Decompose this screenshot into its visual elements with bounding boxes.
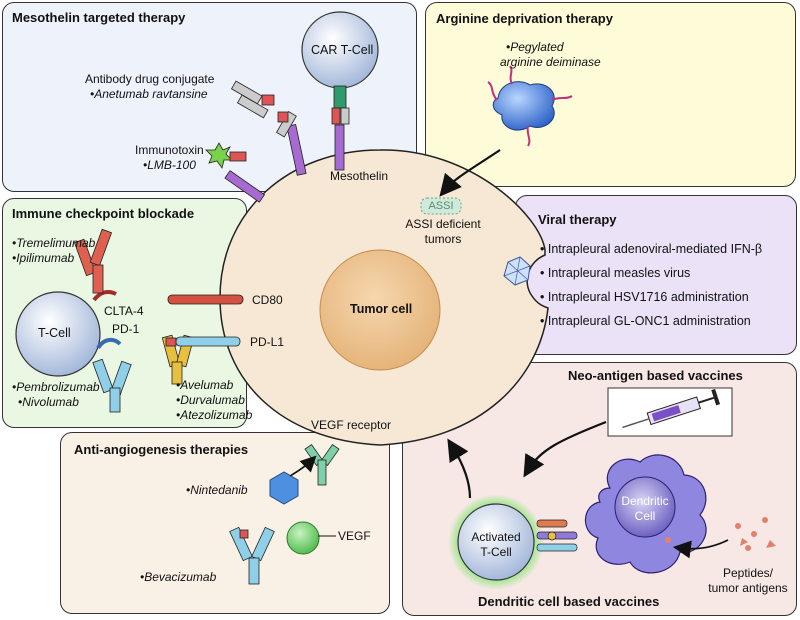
viral-panel <box>515 195 797 355</box>
dendritic-vaccine-title: Dendritic cell based vaccines <box>478 594 660 609</box>
assi-line1: ASSI deficient <box>405 217 481 231</box>
activated-tcell-line2: T-Cell <box>480 545 512 559</box>
mesothelin-panel-title: Mesothelin targeted therapy <box>12 10 186 25</box>
synapse-molecules <box>536 519 578 552</box>
checkpoint-panel-title: Immune checkpoint blockade <box>12 206 195 221</box>
activated-t-cell <box>448 494 544 590</box>
checkpoint-t-cell <box>15 291 101 377</box>
nintedanib-label: •Nintedanib <box>186 483 248 497</box>
immunotoxin-molecule <box>205 142 247 169</box>
car-t-cell <box>301 11 379 125</box>
peptides-arrow <box>672 539 729 559</box>
viral-item: • Intrapleural HSV1716 administration <box>540 290 749 304</box>
viral-panel-title: Viral therapy <box>538 212 617 227</box>
arginine-panel-title: Arginine deprivation therapy <box>436 11 613 26</box>
tumor-cell <box>219 149 549 446</box>
avelumab-label: •Avelumab <box>176 378 234 392</box>
pd1-label: PD-1 <box>112 322 140 336</box>
neoantigen-title: Neo-antigen based vaccines <box>568 368 743 383</box>
angio-panel <box>60 432 390 614</box>
immunotoxin-drug-label: •LMB-100 <box>143 158 196 172</box>
adc-drug-label: •Anetumab ravtansine <box>90 87 208 101</box>
nintedanib-shape <box>269 471 299 505</box>
vegf-ball <box>286 521 320 555</box>
peptides-line1: Peptides/ <box>722 566 774 580</box>
activated-tcell-line1: Activated <box>471 530 521 544</box>
arginine-panel <box>425 2 796 187</box>
viral-item: • Intrapleural GL-ONC1 administration <box>540 314 751 328</box>
vegf-label: VEGF <box>338 529 371 543</box>
arginine-drug-line1: •Pegylated <box>506 40 564 54</box>
mesothelin-receptors <box>224 124 345 203</box>
tremelimumab-label: •Tremelimumab <box>12 236 96 250</box>
bevacizumab-antibody <box>229 526 275 585</box>
durvalumab-label: •Durvalumab <box>176 393 245 407</box>
assi-badge-label: ASSI <box>428 200 454 212</box>
bevacizumab-label: •Bevacizumab <box>140 570 217 584</box>
pdl1-receptor <box>175 336 241 347</box>
clta4-receptor-and-antibody <box>73 228 117 302</box>
mesothelin-label: Mesothelin <box>330 169 389 183</box>
nintedanib-arrow <box>289 455 317 477</box>
dendritic-cell-line1: Dendritic <box>621 494 669 508</box>
activated-to-tumor-arrow <box>447 438 472 499</box>
ipilimumab-label: •Ipilimumab <box>12 251 75 265</box>
atezolizumab-label: •Atezolizumab <box>176 408 253 422</box>
adc-label: Antibody drug conjugate <box>85 72 215 86</box>
antibody-drug-conjugate <box>230 80 297 138</box>
nivolumab-label: •Nivolumab <box>18 395 79 409</box>
pd1-receptor-and-antibody <box>92 337 132 413</box>
syringe-arrow <box>523 420 607 478</box>
peptide-particles <box>665 517 776 551</box>
arginine-drug-line2: arginine deiminase <box>500 55 601 69</box>
car-t-cell-label: CAR T-Cell <box>311 43 374 57</box>
viral-item: • Intrapleural adenoviral-mediated IFN-β <box>540 242 763 256</box>
angio-panel-title: Anti-angiogenesis therapies <box>74 442 249 457</box>
arginine-deiminase-molecule <box>487 65 573 147</box>
arginine-arrow <box>439 149 501 197</box>
assi-line2: tumors <box>424 232 462 246</box>
cd80-receptor <box>167 294 244 305</box>
pdl1-label: PD-L1 <box>250 335 285 349</box>
clta4-label: CLTA-4 <box>104 304 144 318</box>
tcell-label: T-Cell <box>38 326 71 340</box>
immunotoxin-label: Immunotoxin <box>135 143 204 157</box>
tumor-cell-label: Tumor cell <box>350 302 413 316</box>
virus-particle <box>503 256 531 286</box>
assi-badge-shape <box>420 197 462 215</box>
cd80-label: CD80 <box>252 293 283 307</box>
viral-item: • Intrapleural measles virus <box>540 266 691 280</box>
peptides-line2: tumor antigens <box>708 581 788 595</box>
syringe-illustration <box>607 387 733 437</box>
vegf-receptor-label: VEGF receptor <box>311 418 392 432</box>
vegf-receptor-shape <box>304 443 340 486</box>
pembrolizumab-label: •Pembrolizumab <box>12 380 100 394</box>
dendritic-cell-line2: Cell <box>634 509 656 523</box>
